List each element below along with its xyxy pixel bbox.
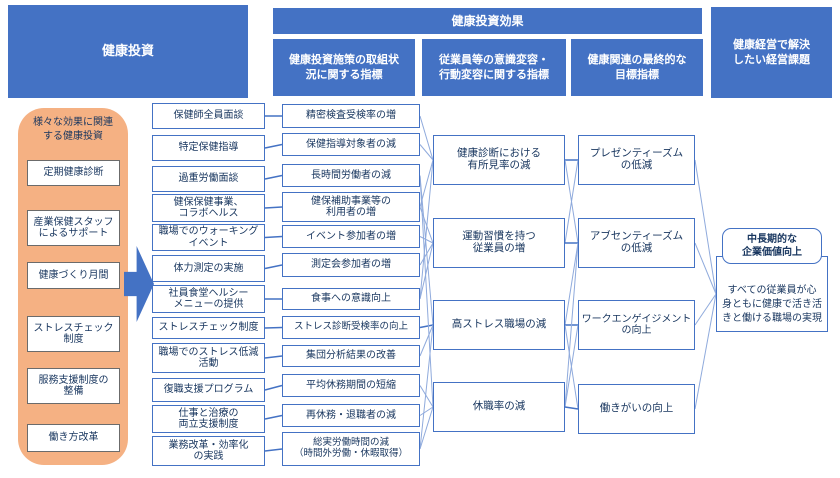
- goal-corporate-value-badge: 中長期的な 企業価値向上: [722, 228, 822, 264]
- panel-item-duty-support: 服務支援制度の 整備: [27, 368, 120, 404]
- behavior-box: 休職率の減: [433, 382, 565, 432]
- indicator-box: 保健指導対象者の減: [282, 133, 420, 156]
- panel-item-health-month: 健康づくり月間: [27, 262, 120, 289]
- indicator-box: 再休務・退職者の減: [282, 404, 420, 427]
- measure-box: 仕事と治療の 両立支援制度: [152, 405, 265, 433]
- indicator-box: 平均休務期間の短縮: [282, 374, 420, 397]
- indicator-box: 健保補助事業等の 利用者の増: [282, 192, 420, 222]
- indicator-box: 測定会参加者の増: [282, 253, 420, 277]
- indicator-box: ストレス診断受検率の向上: [282, 316, 420, 339]
- panel-item-periodic-checkup: 定期健康診断: [27, 160, 120, 186]
- measure-box: 特定保健指導: [152, 135, 265, 161]
- header-health-investment: 健康投資: [8, 5, 248, 98]
- measure-box: 健保保健事業、 コラボヘルス: [152, 194, 265, 222]
- header-effect-banner: 健康投資効果: [273, 8, 702, 34]
- indicator-box: 食事への意識向上: [282, 288, 420, 310]
- panel-item-workstyle-reform: 働き方改革: [27, 424, 120, 452]
- measure-box: 保健師全員面談: [152, 103, 265, 129]
- header-target-indicator: 健康関連の最終的な 目標指標: [571, 39, 703, 96]
- measure-box: 職場でのウォーキング イベント: [152, 224, 265, 251]
- measure-box: 過重労働面談: [152, 166, 265, 192]
- indicator-box: 精密検査受検率の増: [282, 104, 420, 128]
- outcome-box: 働きがいの向上: [578, 384, 695, 434]
- panel-item-occupational-health-staff: 産業保健スタッフ によるサポート: [27, 210, 120, 246]
- measure-box: ストレスチェック制度: [152, 317, 265, 339]
- measure-box: 業務改革・効率化 の実践: [152, 436, 265, 466]
- left-panel-title: 様々な効果に関連 する健康投資: [33, 117, 113, 142]
- panel-item-stress-check: ストレスチェック 制度: [27, 316, 120, 352]
- measure-box: 社員食堂ヘルシー メニューの提供: [152, 285, 265, 313]
- header-management-challenge: 健康経営で解決 したい経営課題: [711, 7, 832, 98]
- indicator-box: 長時間労働者の減: [282, 164, 420, 187]
- behavior-box: 運動習慣を持つ 従業員の増: [433, 218, 565, 268]
- indicator-box: 総実労働時間の減 （時間外労働・休暇取得）: [282, 432, 420, 466]
- indicator-box: イベント参加者の増: [282, 225, 420, 248]
- behavior-box: 高ストレス職場の減: [433, 300, 565, 350]
- outcome-box: ワークエンゲイジメント の向上: [578, 300, 695, 350]
- behavior-box: 健康診断における 有所見率の減: [433, 135, 565, 185]
- outcome-box: プレゼンティーズム の低減: [578, 135, 695, 185]
- right-arrow-icon: [124, 246, 154, 322]
- indicator-box: 集団分析結果の改善: [282, 345, 420, 367]
- header-process-indicator: 健康投資施策の取組状 況に関する指標: [273, 39, 415, 96]
- measure-box: 職場でのストレス低減 活動: [152, 343, 265, 373]
- outcome-box: アブセンティーズム の低減: [578, 218, 695, 268]
- goal-workplace-box: すべての従業員が心 身ともに健康で活き活 きと働ける職場の実現: [716, 256, 828, 332]
- measure-box: 体力測定の実施: [152, 255, 265, 282]
- header-behavior-indicator: 従業員等の意識変容・ 行動変容に関する指標: [422, 39, 566, 96]
- measure-box: 復職支援プログラム: [152, 378, 265, 402]
